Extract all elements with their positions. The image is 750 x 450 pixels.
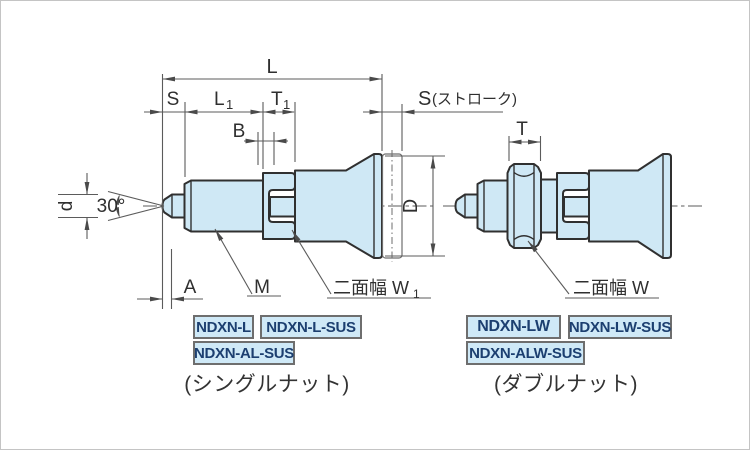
model-badge-ndxn-lw: NDXN-LW xyxy=(466,315,561,339)
dim-T xyxy=(509,139,541,145)
hex-chamfer-arc xyxy=(513,171,535,177)
model-badge-ndxn-l-sus: NDXN-L-SUS xyxy=(260,315,362,339)
slotted-sleeve xyxy=(556,172,590,240)
dim-label-stroke-note: (ストローク) xyxy=(432,91,517,108)
dim-S-L1-T1 xyxy=(144,109,295,115)
dim-A xyxy=(137,296,203,302)
dim-d xyxy=(84,173,90,239)
right-plunger-drawing xyxy=(443,153,703,259)
model-badge-ndxn-alw-sus: NDXN-ALW-SUS xyxy=(466,341,585,365)
dim-label-L: L xyxy=(266,56,277,78)
threaded-body xyxy=(183,179,264,233)
model-badge-ndxn-lw-sus: NDXN-LW-SUS xyxy=(568,315,672,339)
dim-D xyxy=(430,156,436,256)
dim-label-stroke-S: S xyxy=(418,88,431,110)
plunger-pin xyxy=(161,193,186,219)
plunger-pin xyxy=(454,193,479,219)
model-badge-ndxn-l: NDXN-L xyxy=(193,315,254,339)
cross-pin-in-slot xyxy=(563,196,591,218)
dim-label-L1: L xyxy=(214,89,225,110)
dim-label-W1: 二面幅 W xyxy=(333,278,409,298)
angle-30-construction xyxy=(107,190,165,222)
dim-L xyxy=(162,76,382,82)
dim-label-d: d xyxy=(56,201,77,212)
dim-label-T1-sub: 1 xyxy=(283,97,290,112)
dim-label-T: T xyxy=(516,119,528,140)
dimension-labels: L S L 1 T 1 B S (ストローク) T d D 30° A M 二面… xyxy=(56,56,649,301)
dim-label-S: S xyxy=(167,89,180,110)
dim-label-W: 二面幅 W xyxy=(573,278,649,298)
dim-label-W1-sub: 1 xyxy=(413,287,420,301)
leader-W xyxy=(526,239,659,299)
dimension-lines xyxy=(58,74,659,309)
threaded-body xyxy=(476,179,509,233)
lock-collar xyxy=(540,178,559,234)
dim-label-D: D xyxy=(400,199,422,213)
cross-pin-in-slot xyxy=(269,196,297,218)
dim-label-T1: T xyxy=(271,89,283,110)
dim-label-M: M xyxy=(254,277,270,298)
knob xyxy=(294,153,383,259)
dim-label-L1-sub: 1 xyxy=(226,97,233,112)
dim-label-angle: 30° xyxy=(97,196,126,217)
dim-B xyxy=(244,138,288,144)
dim-label-B: B xyxy=(233,121,246,142)
leader-W1 xyxy=(289,228,431,299)
variant-caption-single-nut: (シングルナット) xyxy=(184,373,350,396)
variant-caption-double-nut: (ダブルナット) xyxy=(494,373,638,396)
left-plunger-drawing xyxy=(143,150,436,262)
leader-M xyxy=(212,227,281,297)
model-badge-ndxn-al-sus: NDXN-AL-SUS xyxy=(193,341,295,365)
dim-label-A: A xyxy=(184,277,197,298)
hex-chamfer-arc xyxy=(513,235,535,241)
knob xyxy=(588,153,672,259)
dim-stroke xyxy=(363,109,503,115)
